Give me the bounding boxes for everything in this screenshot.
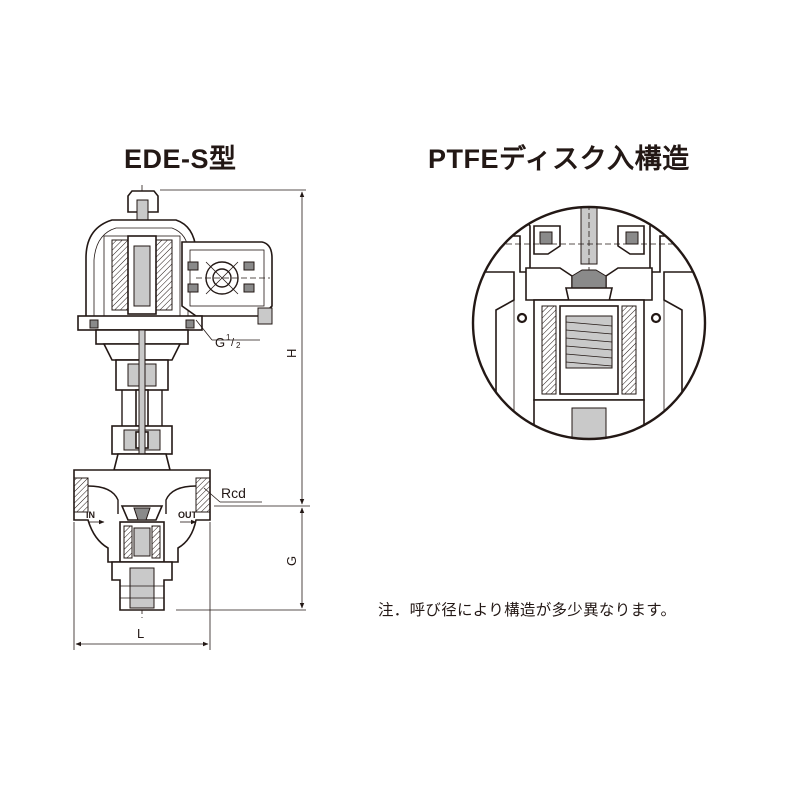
- side-box: [181, 241, 273, 317]
- note-text: 注．呼び径により構造が多少異なります。: [378, 602, 677, 619]
- model-title: EDE-S型: [124, 144, 237, 174]
- g-port-leader: [195, 319, 213, 341]
- rcd-callout: Rcd: [203, 485, 262, 503]
- l-label: L: [137, 626, 144, 641]
- in-label: IN: [86, 510, 95, 520]
- detail-circle: [471, 205, 707, 441]
- g-half-base: G: [215, 335, 225, 350]
- detail-title: PTFEディスク入構造: [428, 144, 690, 174]
- dimension-h: H: [160, 189, 310, 507]
- g-dim-label: G: [284, 556, 299, 566]
- g-half-slash: /: [231, 337, 235, 349]
- valve-assembly: IN OUT: [73, 185, 273, 618]
- dimension-l: L: [73, 522, 211, 650]
- g-half-den: 2: [236, 341, 241, 350]
- h-label: H: [284, 349, 299, 358]
- ptfe-detail: [471, 205, 707, 441]
- rcd-label: Rcd: [221, 485, 246, 501]
- g-half-num: 1: [226, 333, 231, 342]
- g-half-label: G 1 / 2: [215, 333, 241, 350]
- dimension-g: G: [176, 507, 306, 611]
- out-label: OUT: [178, 510, 198, 520]
